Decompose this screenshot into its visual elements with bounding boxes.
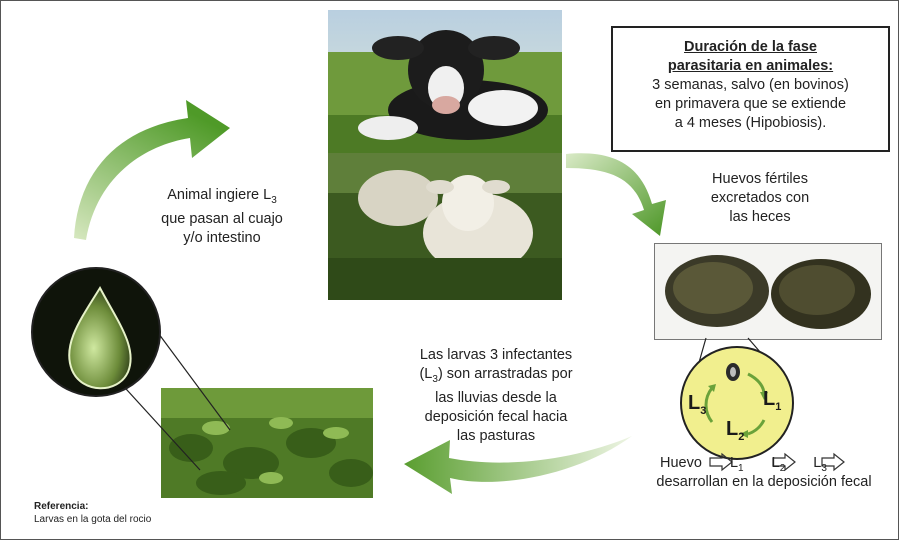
ingest-line2: que pasan al cuajo [132,210,312,229]
larvae-line1: Las larvas 3 infectantes [396,346,596,365]
eggs-line2: excretados con [680,189,840,208]
dev-l2: L [772,455,780,471]
cycle-l2-sub: 2 [738,431,744,443]
parasitic-phase-box: Duración de la fase parasitaria en anima… [611,26,890,152]
eggs-line3: las heces [680,208,840,227]
ingestion-text: Animal ingiere L3 que pasan al cuajo y/o… [132,186,312,248]
larvae-line5: las pasturas [396,427,596,446]
development-caption: desarrollan en la deposición fecal [632,473,896,492]
eggs-line1: Huevos fértiles [680,170,840,189]
excretion-arrow [566,153,666,236]
dev-caption-text: desarrollan en la deposición fecal [656,474,871,490]
cycle-label-l3: L3 [688,392,706,417]
reference-title: Referencia: [34,501,88,512]
cycle-label-l2: L2 [726,418,744,443]
larvae-line4: deposición fecal hacia [396,408,596,427]
dev-l1: L [730,455,738,471]
ingest-line3: y/o intestino [132,229,312,248]
dew-drop-magnifier [32,268,230,470]
larvae-line2-post: ) son arrastradas por [438,366,573,382]
box-body-line1: 3 semanas, salvo (en bovinos) [613,76,888,95]
eggs-text: Huevos fértiles excretados con las heces [680,170,840,227]
larvae-line3: las lluvias desde la [396,389,596,408]
dev-huevo: Huevo [660,455,702,471]
ingest-sub: 3 [271,195,277,206]
larvae-line2-pre: (L [419,366,432,382]
box-title-line1: Duración de la fase [613,38,888,57]
cycle-l3-sub: 3 [700,405,706,417]
cycle-l3-text: L [688,392,700,414]
cycle-l1-text: L [763,388,775,410]
cycle-l2-text: L [726,418,738,440]
larvae-text: Las larvas 3 infectantes (L3) son arrast… [396,346,596,446]
reference-note: Referencia: Larvas en la gota del rocio [34,500,151,526]
cycle-label-l1: L1 [763,388,781,413]
box-title-line2: parasitaria en animales: [613,57,888,76]
cycle-l1-sub: 1 [775,401,781,413]
box-body-line3: a 4 meses (Hipobiosis). [613,114,888,133]
box-body-line2: en primavera que se extiende [613,95,888,114]
reference-text: Larvas en la gota del rocio [34,514,151,525]
ingest-line1: Animal ingiere L [167,187,271,203]
